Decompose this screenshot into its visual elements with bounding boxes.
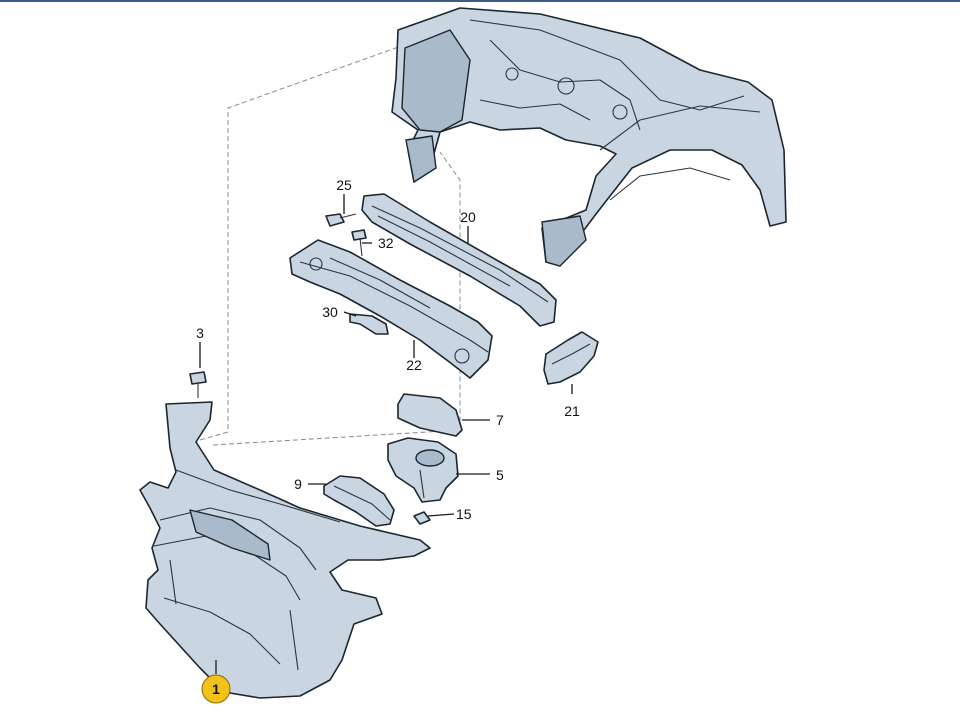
callout-15: 15 [456, 506, 472, 522]
part-1-front-end-carrier [139, 401, 431, 699]
leader-lines [199, 194, 573, 674]
callout-7: 7 [496, 412, 504, 428]
part-5-air-duct [387, 437, 459, 503]
callout-30: 30 [322, 304, 338, 320]
part-21-bracket [543, 331, 599, 385]
callout-25: 25 [336, 177, 352, 193]
callout-22: 22 [406, 357, 422, 373]
part-9-air-guide [323, 475, 395, 527]
callout-1-highlighted: 1 [201, 674, 231, 704]
callout-1-badge [201, 674, 231, 704]
callout-20: 20 [460, 209, 476, 225]
callout-1: 1 [212, 681, 220, 697]
top-border [0, 0, 960, 2]
fender-wheelhouse-assembly [391, 7, 787, 267]
part-25-bolt [325, 213, 357, 227]
callout-9: 9 [294, 476, 302, 492]
part-32-bolt [351, 229, 367, 257]
callout-labels: 25 20 32 30 22 3 21 7 5 9 15 [196, 177, 580, 522]
part-7-cover [397, 393, 463, 437]
callout-32: 32 [378, 235, 394, 251]
assembly-guide-lines [199, 39, 461, 446]
callout-3: 3 [196, 325, 204, 341]
callout-5: 5 [496, 467, 504, 483]
part-20-upper-crossmember [361, 193, 557, 327]
part-30-bracket [349, 313, 389, 335]
callout-21: 21 [564, 403, 580, 419]
part-22-lower-crossmember [289, 239, 493, 379]
part-15-bolt [413, 511, 431, 525]
part-3-bolt [189, 371, 207, 398]
